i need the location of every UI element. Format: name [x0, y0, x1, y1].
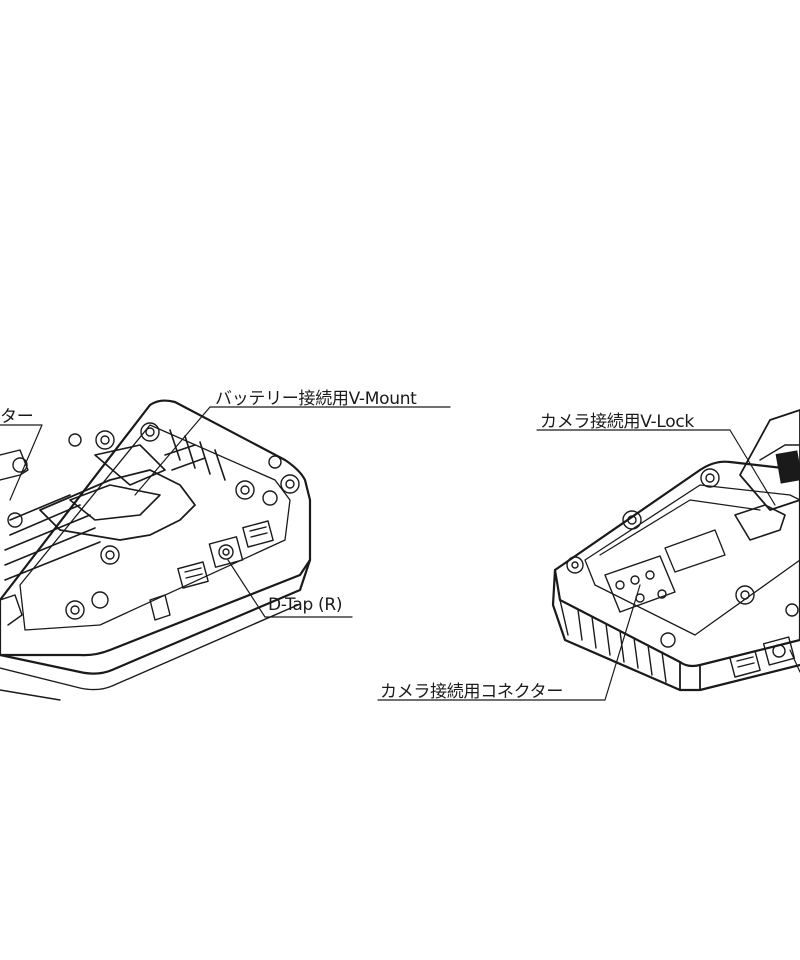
leader-dtap-r: [227, 559, 353, 618]
callout-camera-vlock: カメラ接続用V-Lock: [540, 412, 694, 432]
left-screw-holes: [7, 422, 300, 620]
right-screw-holes: [566, 468, 799, 648]
left-adapter-unit: [0, 399, 312, 701]
left-body-base: [0, 558, 312, 675]
left-vmount-plate: [39, 469, 196, 541]
leader-battery-vmount: [134, 406, 451, 496]
callout-battery-vmount: バッテリー接続用V-Mount: [215, 389, 417, 409]
leader-left-partial: [0, 424, 43, 501]
right-camera-connector: [604, 555, 676, 613]
callout-left-partial: ター: [0, 407, 34, 427]
left-leader-lines: [0, 406, 451, 618]
left-side-ports: [149, 520, 274, 621]
right-body-side: [551, 568, 800, 692]
right-top-plate: [553, 460, 800, 668]
callout-dtap-r: D-Tap (R): [268, 595, 343, 615]
right-vlock-rail: [739, 409, 800, 511]
leader-right-partial: [789, 649, 800, 673]
right-leader-lines: [377, 429, 800, 701]
right-side-ports: [729, 636, 796, 678]
right-adapter-unit: [551, 409, 800, 692]
leader-camera-connector: [377, 584, 641, 701]
left-top-plate: [0, 399, 312, 657]
right-vent-fins: [577, 609, 667, 683]
leader-camera-vlock: [536, 429, 776, 506]
callout-camera-connector: カメラ接続用コネクター: [380, 682, 564, 702]
